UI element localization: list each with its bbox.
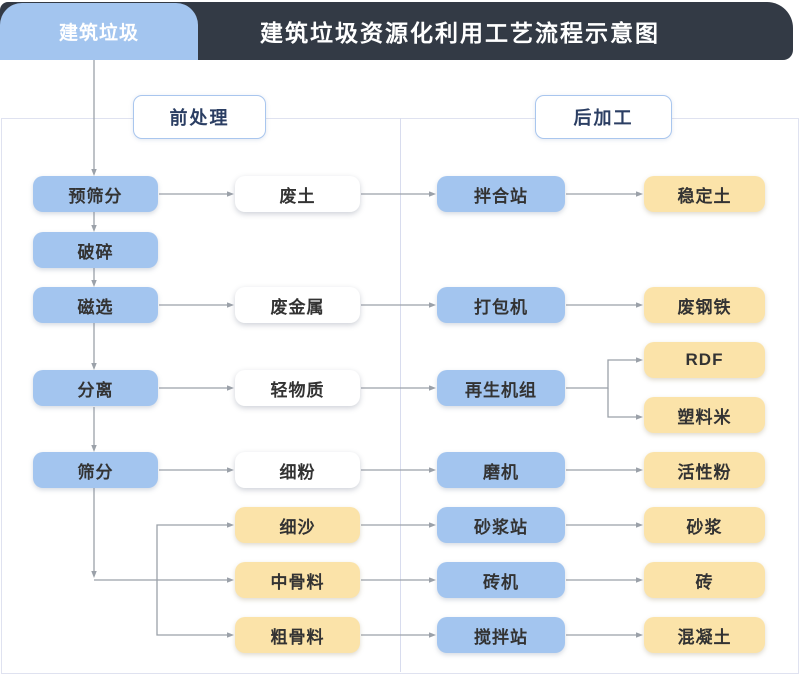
- node-mixing-plant: 拌合站: [437, 176, 565, 212]
- node-concrete-mixing-station: 搅拌站: [437, 617, 565, 653]
- node-mill: 磨机: [437, 452, 565, 488]
- node-screening: 筛分: [33, 452, 158, 488]
- node-regeneration-unit: 再生机组: [437, 370, 565, 406]
- node-medium-aggregate: 中骨料: [235, 562, 360, 598]
- node-baler: 打包机: [437, 287, 565, 323]
- diagram-title: 建筑垃圾资源化利用工艺流程示意图: [260, 20, 660, 46]
- node-mortar: 砂浆: [644, 507, 765, 543]
- arrow-branch-to-fine-sand: [156, 522, 234, 580]
- panel-divider: [400, 118, 401, 672]
- node-brick-machine: 砖机: [437, 562, 565, 598]
- arrow-regeneration-unit-to-plastic-pellets: [607, 388, 643, 420]
- node-fine-sand: 细沙: [235, 507, 360, 543]
- node-concrete: 混凝土: [644, 617, 765, 653]
- node-active-powder: 活性粉: [644, 452, 765, 488]
- node-magnetic-separation: 磁选: [33, 287, 158, 323]
- source-tab-label: 建筑垃圾: [58, 23, 139, 44]
- node-pre-screening: 预筛分: [33, 176, 158, 212]
- node-crushing: 破碎: [33, 232, 158, 268]
- node-brick: 砖: [644, 562, 765, 598]
- node-light-material: 轻物质: [235, 370, 360, 406]
- node-mortar-station: 砂浆站: [437, 507, 565, 543]
- node-waste-steel: 废钢铁: [644, 287, 765, 323]
- node-coarse-aggregate: 粗骨料: [235, 617, 360, 653]
- arrow-regeneration-unit-to-rdf: [566, 357, 643, 389]
- node-waste-metal: 废金属: [235, 287, 360, 323]
- node-waste-soil: 废土: [235, 176, 360, 212]
- node-separation: 分离: [33, 370, 158, 406]
- node-plastic-pellets: 塑料米: [644, 397, 765, 433]
- section-header-post-processing: 后加工: [535, 95, 672, 139]
- source-tab: 建筑垃圾: [0, 3, 198, 60]
- node-rdf: RDF: [644, 342, 765, 378]
- section-header-pre-processing: 前处理: [133, 95, 266, 139]
- arrow-branch-to-coarse-aggregate: [156, 580, 234, 638]
- node-stabilized-soil: 稳定土: [644, 176, 765, 212]
- node-fine-powder: 细粉: [235, 452, 360, 488]
